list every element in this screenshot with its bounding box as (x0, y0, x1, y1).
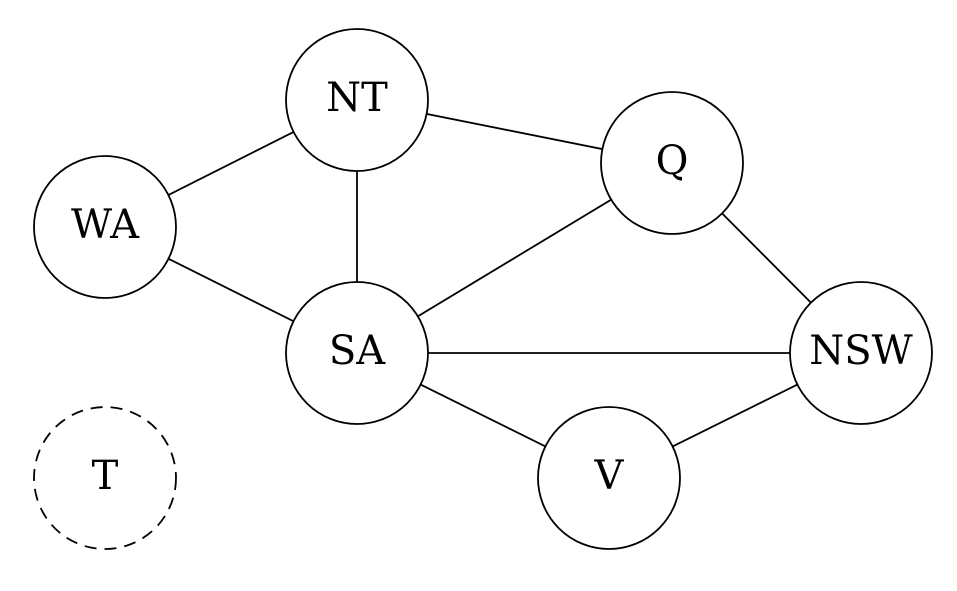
node-v: V (537, 406, 681, 550)
node-circle-sa (285, 281, 429, 425)
edges-group (104, 99, 862, 479)
node-label-sa: SA (329, 328, 386, 374)
node-label-nsw: NSW (809, 328, 913, 374)
node-label-nt: NT (326, 75, 388, 121)
node-circle-q (600, 91, 744, 235)
node-nsw: NSW (789, 281, 933, 425)
node-circle-v (537, 406, 681, 550)
node-t: T (33, 406, 177, 550)
node-q: Q (600, 91, 744, 235)
node-label-q: Q (656, 138, 689, 184)
node-circle-nt (285, 28, 429, 172)
node-sa: SA (285, 281, 429, 425)
node-nt: NT (285, 28, 429, 172)
node-wa: WA (33, 155, 177, 299)
node-circle-t (33, 406, 177, 550)
node-circle-nsw (789, 281, 933, 425)
nodes-group: WA NT SA Q NSW V T (33, 28, 933, 550)
node-label-v: V (594, 453, 625, 499)
node-label-wa: WA (71, 202, 140, 248)
node-label-t: T (92, 453, 119, 499)
node-circle-wa (33, 155, 177, 299)
